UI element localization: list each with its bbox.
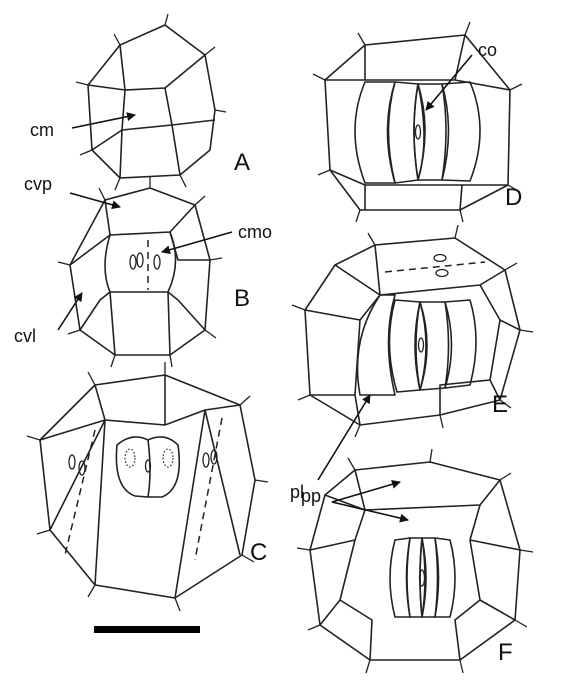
panel-c-drawing [27, 362, 268, 611]
label-cvl: cvl [14, 326, 36, 346]
panel-label-c: C [250, 539, 267, 566]
label-co: co [478, 40, 497, 60]
label-cvp: cvp [24, 174, 52, 194]
cm-arrow [72, 115, 135, 128]
pl-arrow [318, 395, 370, 480]
panel-b-drawing [58, 176, 222, 367]
label-pp: pp [301, 486, 321, 506]
panel-a-drawing [76, 14, 226, 190]
panel-label-f: F [498, 639, 513, 666]
scale-bar [94, 626, 200, 633]
pp-arrow-lower [332, 502, 408, 520]
panel-label-a: A [234, 149, 250, 176]
annotation-arrows [58, 55, 472, 520]
label-cm: cm [30, 120, 54, 140]
panel-label-b: B [234, 285, 250, 312]
label-cmo: cmo [238, 222, 272, 242]
panel-label-e: E [492, 391, 508, 418]
panel-label-d: D [505, 184, 522, 211]
pp-arrow-upper [332, 482, 400, 502]
cvp-arrow [70, 193, 120, 207]
